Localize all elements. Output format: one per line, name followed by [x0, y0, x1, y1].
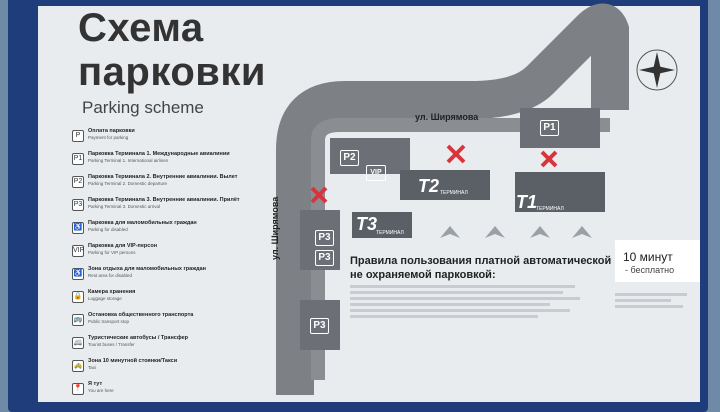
legend-icon: P2: [72, 176, 84, 188]
terminal-t1-sub: ТЕРМИНАЛ: [536, 206, 564, 212]
title-russian: Схема парковки: [78, 6, 266, 94]
legend-item: P2 Парковка Терминала 2. Внутренние авиал…: [72, 174, 262, 195]
legend-icon: 🔒: [72, 291, 84, 303]
title-english: Parking scheme: [82, 98, 204, 117]
legend-label: Туристические автобусы / Трансфер: [88, 335, 189, 341]
legend-label: Камера хранения: [88, 289, 136, 295]
legend-icon: P3: [72, 199, 84, 211]
legend-icon: 🚕: [72, 360, 84, 372]
legend-icon: VIP: [72, 245, 84, 257]
legend-label: Парковка для маломобильных граждан: [88, 220, 197, 226]
legend-label: Я тут: [88, 381, 103, 387]
legend-sub: You are here: [88, 388, 114, 393]
lot-p1: [520, 108, 600, 148]
free-label: - бесплатно: [625, 265, 675, 275]
title-line-1: Схема: [78, 6, 204, 50]
terminal-t2-sub: ТЕРМИНАЛ: [440, 190, 468, 196]
legend-sub: Parking Terminal 2. Domestic departure: [88, 181, 167, 186]
legend-sub: Parking for disabled: [88, 227, 128, 232]
legend-label: Парковка Терминала 2. Внутренние авиалин…: [88, 174, 238, 180]
legend-item: P3 Парковка Терминала 3. Внутренние авиал…: [72, 197, 262, 218]
legend-label: Парковка Терминала 3. Внутренние авиалин…: [88, 197, 240, 203]
terminal-t1-label: T1: [516, 192, 538, 212]
rules-fine-print: [350, 282, 600, 321]
terminal-t3-sub: ТЕРМИНАЛ: [376, 230, 404, 236]
legend-sub: Tourist buses / Transfer: [88, 342, 135, 347]
legend-icon: 📍: [72, 383, 84, 395]
title-line-2: парковки: [78, 50, 266, 94]
rules-title-line-1: Правила пользования платной автоматическ…: [350, 255, 612, 267]
rules-title-line-2: не охраняемой парковкой:: [350, 269, 496, 281]
zone-vip: VIP: [366, 165, 386, 181]
terminal-t2: [400, 170, 490, 200]
legend-sub: Rest area for disabled: [88, 273, 133, 278]
legend-sub: Taxi: [88, 365, 97, 370]
terminal-t3-label: T3: [356, 214, 378, 234]
zone-p1: P1: [540, 120, 559, 136]
legend-label: Зона 10 минутной стоянки/Такси: [88, 358, 178, 364]
lot-p2: [330, 138, 410, 174]
contact-fine-print: [615, 290, 695, 311]
plane-icons: [440, 226, 592, 238]
terminal-t3: [352, 212, 412, 238]
legend-sub: Parking for VIP persons: [88, 250, 136, 255]
legend-icon: ♿: [72, 268, 84, 280]
lot-p3-lower: [300, 300, 340, 350]
cross-2: [446, 144, 466, 164]
road-main: [276, 3, 629, 395]
cross-3: [540, 150, 558, 168]
legend-icon: P1: [72, 153, 84, 165]
free-time: 10 минут: [623, 250, 673, 264]
terminal-t1: [515, 172, 605, 212]
zone-p3-b: P3: [315, 250, 334, 266]
legend-sub: Luggage storage: [88, 296, 122, 301]
legend-label: Оплата парковки: [88, 128, 135, 134]
legend-icon: 🚐: [72, 337, 84, 349]
zone-p3-c: P3: [310, 318, 329, 334]
street-label-top: ул. Ширямова: [415, 112, 479, 122]
legend-item: P1 Парковка Терминала 1. Международные ав…: [72, 151, 262, 172]
legend-icon: 🚌: [72, 314, 84, 326]
legend-label: Зона отдыха для маломобильных граждан: [88, 266, 206, 272]
legend-sub: Public transport stop: [88, 319, 130, 324]
zone-p3-a: P3: [315, 230, 334, 246]
legend-icon: P: [72, 130, 84, 142]
legend-label: Парковка Терминала 1. Международные авиа…: [88, 151, 230, 157]
terminal-t2-label: T2: [418, 176, 440, 196]
legend-label: Остановка общественного транспорта: [88, 312, 194, 318]
legend-sub: Parking Terminal 3. Domestic arrival: [88, 204, 160, 209]
compass-icon: [636, 49, 678, 91]
rules-title: Правила пользования платной автоматическ…: [350, 254, 611, 282]
free-parking-box: 10 минут - бесплатно: [615, 240, 700, 282]
street-label-side: ул. Ширямова: [270, 196, 280, 260]
zone-p2: P2: [340, 150, 359, 166]
legend-sub: Payment for parking: [88, 135, 129, 140]
legend-label: Парковка для VIP-персон: [88, 243, 158, 249]
road-lower: [311, 118, 610, 380]
legend-sub: Parking Terminal 1. International airlin…: [88, 158, 168, 163]
cross-1: [310, 186, 328, 204]
legend-icon: ♿: [72, 222, 84, 234]
